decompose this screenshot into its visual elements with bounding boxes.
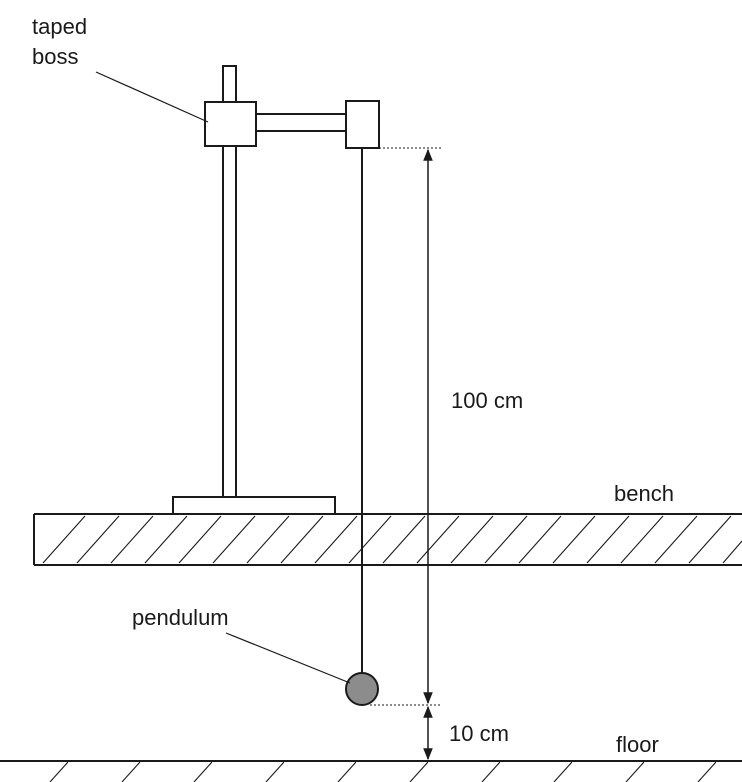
pendulum-label: pendulum xyxy=(132,605,229,630)
bench-hatching xyxy=(42,515,742,564)
taped-boss-leader xyxy=(95,71,209,123)
clamp-arm xyxy=(255,113,347,132)
floor xyxy=(0,760,742,782)
bench-label: bench xyxy=(614,481,674,506)
floor-hatching xyxy=(49,761,717,782)
pendulum-leader xyxy=(225,632,351,684)
bench xyxy=(33,513,742,566)
taped-boss-label-line1: taped xyxy=(32,14,87,39)
taped-boss xyxy=(204,101,257,147)
taped-boss-label-line2: boss xyxy=(32,44,78,69)
clamp-block xyxy=(345,100,380,149)
length-label: 100 cm xyxy=(451,388,523,413)
floor-label: floor xyxy=(616,732,659,757)
stand-base xyxy=(172,496,336,515)
pendulum-bob xyxy=(345,672,379,706)
height-label: 10 cm xyxy=(449,721,509,746)
